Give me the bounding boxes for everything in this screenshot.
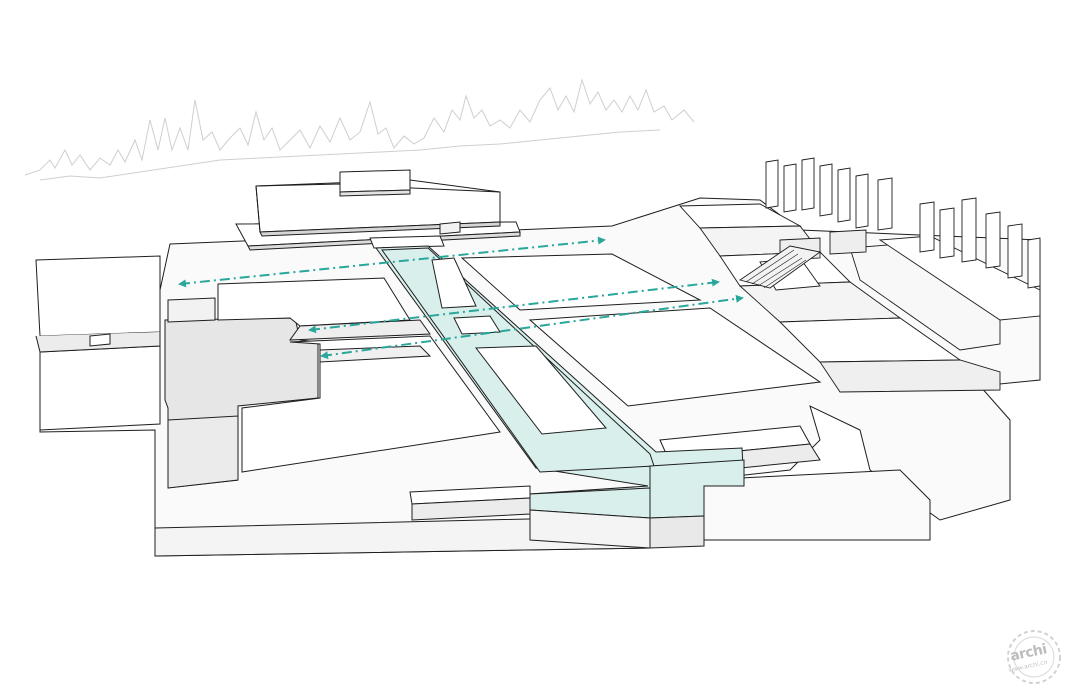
- watermark-logo: archi www.archi.cn: [1002, 625, 1066, 689]
- tree-line: [25, 80, 694, 180]
- main-building: [236, 170, 520, 250]
